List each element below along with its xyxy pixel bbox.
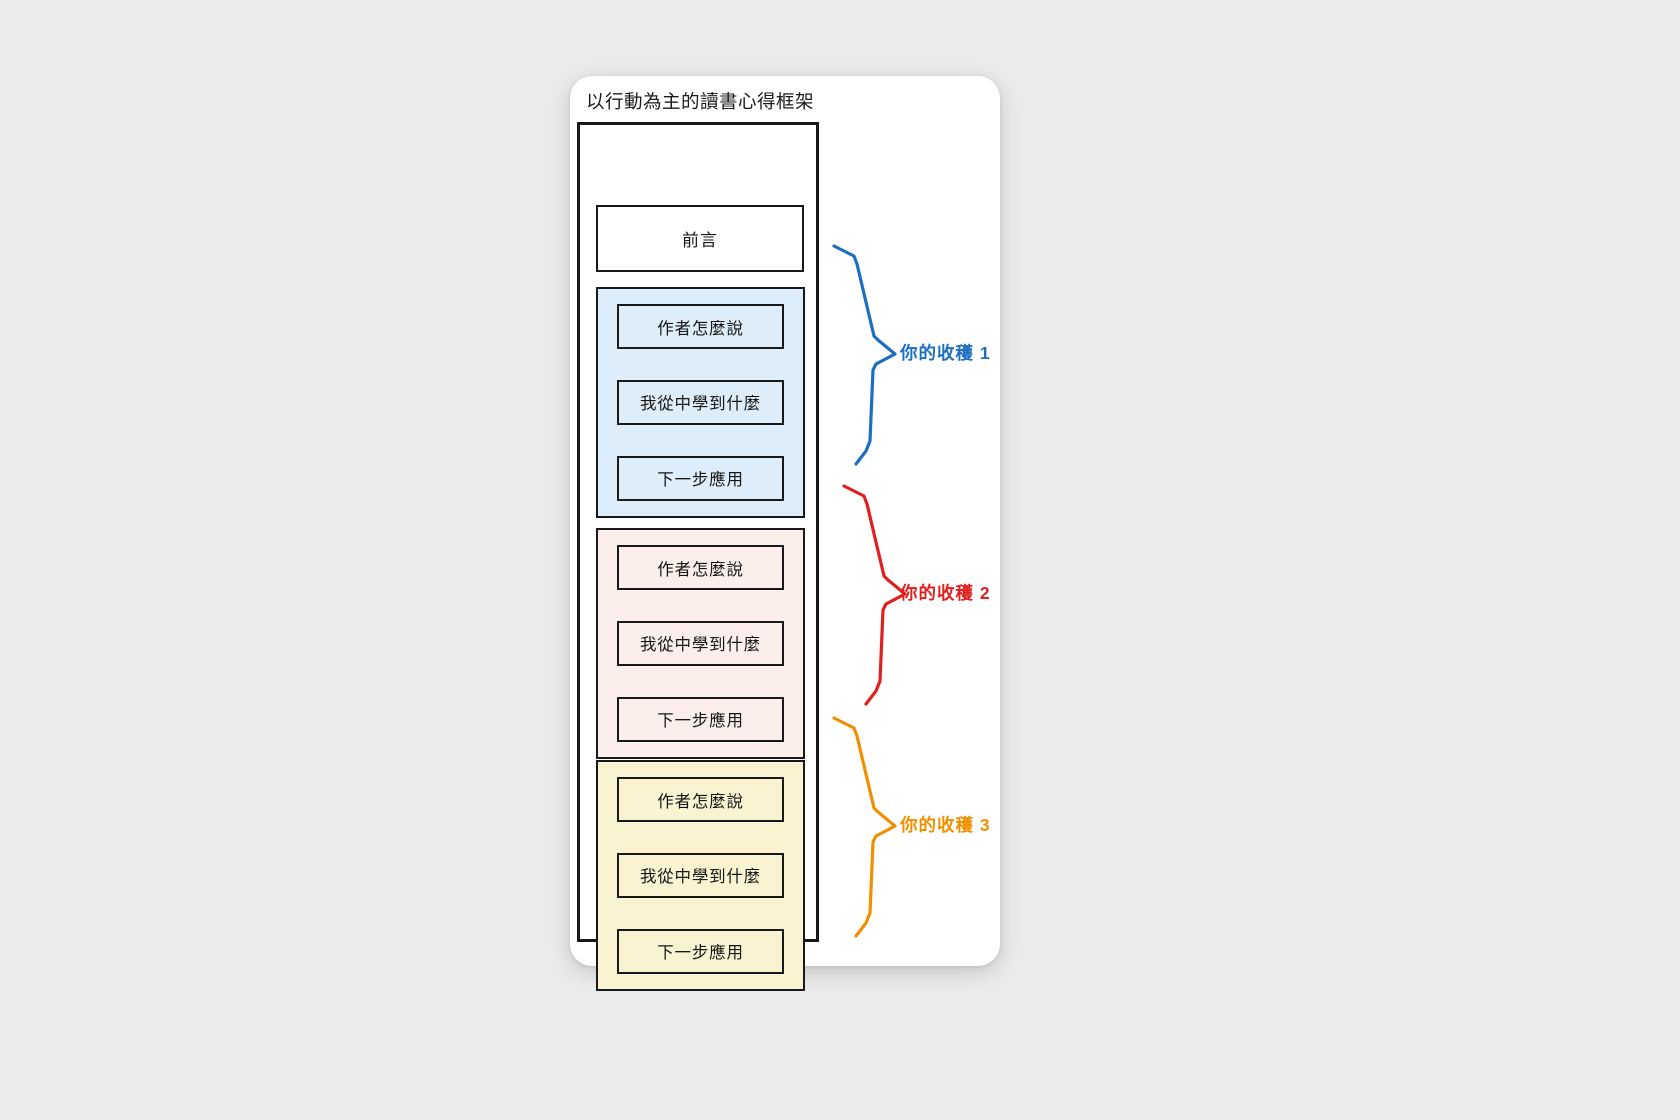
outer-framework-frame: 前言 作者怎麼說 我從中學到什麼 下一步應用 作者怎麼說 我從中學到什麼 下一步… (577, 122, 819, 991)
item-label: 作者怎麼說 (657, 319, 744, 338)
curly-brace-icon (832, 244, 897, 466)
item-label: 下一步應用 (657, 471, 744, 490)
section-3-item-next-step[interactable]: 下一步應用 (617, 928, 784, 974)
brace-path (842, 484, 907, 706)
curly-brace-icon (842, 484, 907, 706)
annotation-label-2: 你的收穫 2 (900, 583, 991, 603)
brace-path (832, 716, 897, 938)
annotation-group-2: 你的收穫 2 (842, 476, 1017, 711)
section-2-block[interactable]: 作者怎麼說 我從中學到什麼 下一步應用 (596, 528, 805, 759)
section-3-block[interactable]: 作者怎麼說 我從中學到什麼 下一步應用 (596, 760, 805, 991)
preface-box[interactable]: 前言 (596, 205, 804, 272)
brace-path (832, 244, 897, 466)
item-label: 我從中學到什麼 (639, 636, 762, 655)
section-2-item-learned[interactable]: 我從中學到什麼 (617, 620, 784, 666)
section-2-item-author[interactable]: 作者怎麼說 (617, 545, 784, 591)
page-title: 以行動為主的讀書心得框架 (586, 91, 815, 112)
section-3-item-learned[interactable]: 我從中學到什麼 (617, 852, 784, 898)
section-2-item-next-step[interactable]: 下一步應用 (617, 696, 784, 742)
section-1-item-learned[interactable]: 我從中學到什麼 (617, 379, 784, 425)
section-1-item-author[interactable]: 作者怎麼說 (617, 304, 784, 350)
annotation-group-3: 你的收穫 3 (832, 708, 1007, 943)
item-label: 作者怎麼說 (657, 792, 744, 811)
section-3-item-author[interactable]: 作者怎麼說 (617, 777, 784, 823)
item-label: 我從中學到什麼 (639, 868, 762, 887)
preface-label: 前言 (682, 231, 718, 250)
curly-brace-icon (832, 716, 897, 938)
section-1-block[interactable]: 作者怎麼說 我從中學到什麼 下一步應用 (596, 287, 805, 518)
diagram-card: 以行動為主的讀書心得框架 前言 作者怎麼說 我從中學到什麼 下一步應用 作者怎麼… (570, 76, 1000, 991)
annotation-group-1: 你的收穫 1 (832, 236, 1007, 471)
annotation-label-1: 你的收穫 1 (900, 343, 991, 363)
annotation-label-3: 你的收穫 3 (900, 815, 991, 835)
item-label: 下一步應用 (657, 712, 744, 731)
section-1-item-next-step[interactable]: 下一步應用 (617, 455, 784, 501)
item-label: 下一步應用 (657, 944, 744, 963)
item-label: 我從中學到什麼 (639, 395, 762, 414)
item-label: 作者怎麼說 (657, 560, 744, 579)
